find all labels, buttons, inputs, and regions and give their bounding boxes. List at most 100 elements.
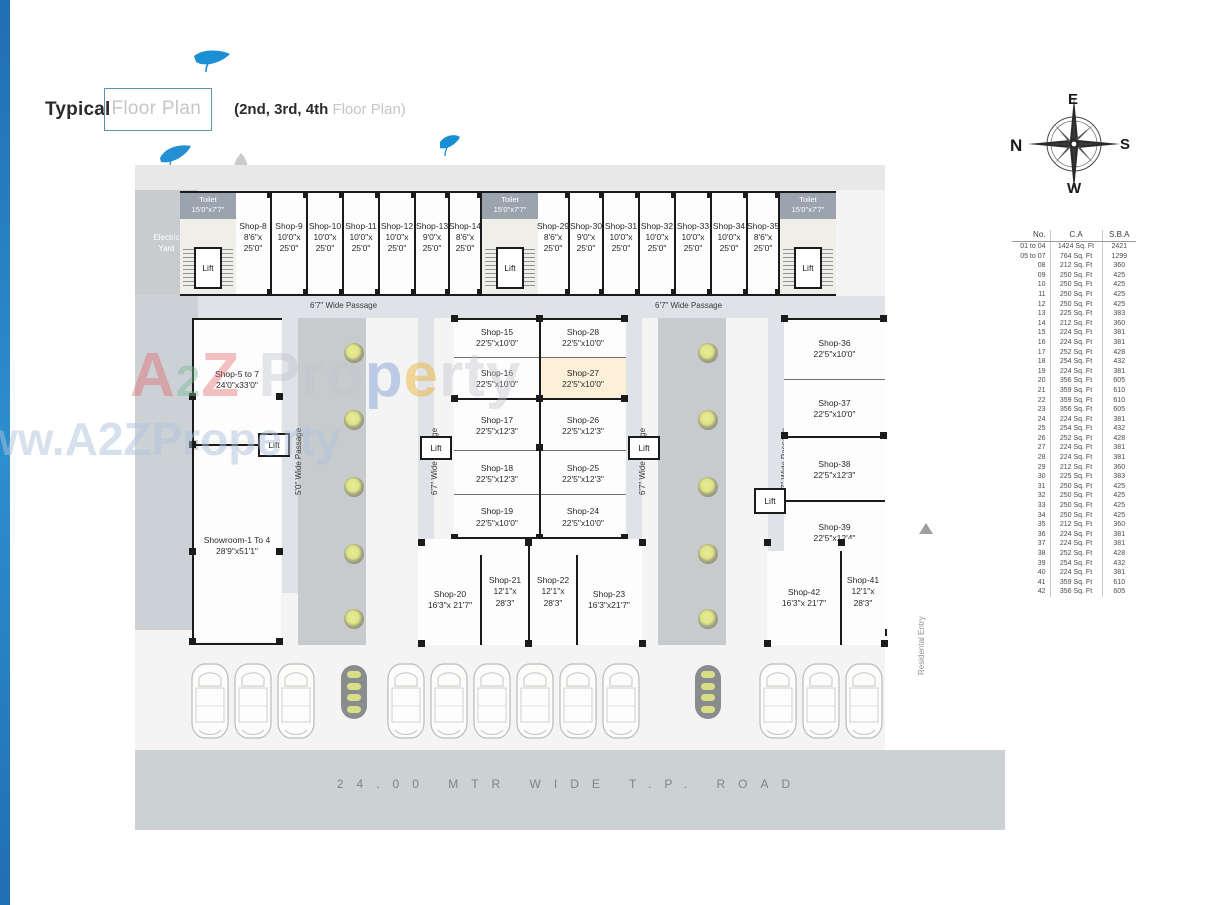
road-band [135,750,1005,830]
cell-sba: 425 [1113,492,1126,500]
column [880,432,887,439]
shop-name: Shop-28 [566,326,600,337]
shop-dimension: 22'5"x10'0" [562,379,604,389]
subtitle-light: Floor Plan) [332,101,406,118]
shop-dimension: 8'6"x 25'0" [543,232,563,253]
parked-car-icon [602,663,640,739]
column [411,191,418,198]
planter-circle [344,544,364,564]
shop-name: Shop-38 [818,458,851,469]
unit-showroom-1-to-4[interactable]: Showroom-1 To 4 28'9"x51'1" [193,450,281,642]
cell-ca: 225 Sq. Ft [1050,472,1103,482]
column [621,315,628,322]
residential-entry-label: Residental Entry [917,616,926,675]
cell-no: 20 [1012,376,1051,386]
lift-box[interactable]: Lift [754,488,786,514]
column [639,640,646,647]
left-accent-bar [0,0,10,905]
cell-sba: 381 [1113,569,1126,577]
cell-no: 13 [1012,309,1051,319]
column [707,191,714,198]
col-header-no: No. [1012,230,1051,242]
shop-dimension: 22'5"x12'3" [562,426,604,436]
shop-name: Shop-18 [480,462,514,473]
cell-sba: 360 [1113,463,1126,471]
cell-no: 09 [1012,270,1051,281]
cell-ca: 250 Sq. Ft [1050,289,1103,300]
column [536,444,543,451]
cell-ca: 252 Sq. Ft [1050,433,1103,444]
cell-ca: 224 Sq. Ft [1050,366,1103,377]
column [303,289,310,296]
cell-ca: 224 Sq. Ft [1050,328,1103,338]
cell-ca: 212 Sq. Ft [1050,462,1103,473]
lift-box[interactable]: Lift [496,247,524,289]
parked-car-icon [802,663,840,739]
cell-sba: 383 [1113,310,1126,318]
shop-name: Shop-11 [345,221,377,231]
shop-name: Shop-14 [448,221,482,231]
lift-left[interactable]: Lift [258,433,290,457]
shop-name: Shop-22 [536,574,570,585]
lift-box[interactable]: Lift [628,436,660,460]
planter-circle [344,410,364,430]
parked-car-icon [516,663,554,739]
column [451,315,458,322]
wall [784,318,885,320]
unit-shop-5-to-7[interactable]: Shop-5 to 7 24'0"x33'0" [193,320,281,440]
cell-ca: 224 Sq. Ft [1050,453,1103,463]
cell-sba: 605 [1113,406,1126,414]
shop-dimension: 16'3"x 21'7" [427,600,473,610]
column [599,289,606,296]
page-title-bold: Typical [45,98,111,120]
lift-box[interactable]: Lift [194,247,222,289]
lift-box[interactable]: Lift [420,436,452,460]
stair-hatch [219,249,233,289]
cell-no: 30 [1012,472,1051,482]
shop-dimension: 22'5"x10'0" [562,338,604,348]
column [639,539,646,546]
shop-dimension: 9'0"x 25'0" [576,232,596,253]
shop-name: Shop-15 [480,326,514,337]
column [536,315,543,322]
lift-box[interactable]: Lift [794,247,822,289]
